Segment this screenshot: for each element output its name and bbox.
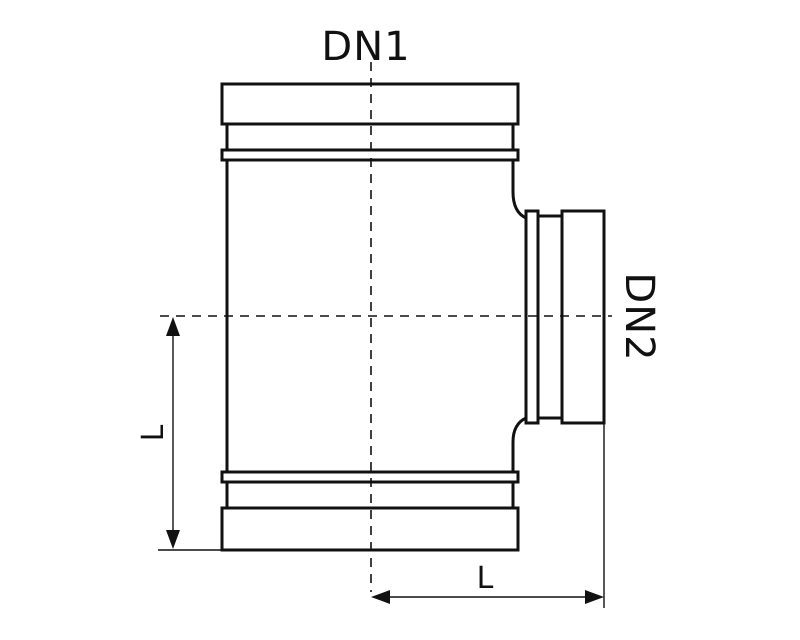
branch-groove-bead (524, 209, 540, 425)
horizontal-dim-arrow-right (585, 590, 604, 604)
top-end-band (220, 82, 520, 126)
vertical-dim-arrow-bottom (166, 530, 180, 549)
dn2-label: DN2 (616, 272, 662, 361)
vertical-length-label: L (136, 424, 171, 441)
top-groove-bead (220, 148, 520, 162)
branch-end-band (560, 209, 606, 425)
bottom-groove-bead (220, 470, 520, 484)
bottom-end-band (220, 506, 520, 552)
vertical-dim-arrow-top (166, 317, 180, 336)
dn1-label: DN1 (321, 24, 410, 70)
horizontal-length-label: L (477, 561, 494, 596)
horizontal-dim-arrow-left (371, 590, 390, 604)
main-body-right-wall (511, 160, 527, 472)
